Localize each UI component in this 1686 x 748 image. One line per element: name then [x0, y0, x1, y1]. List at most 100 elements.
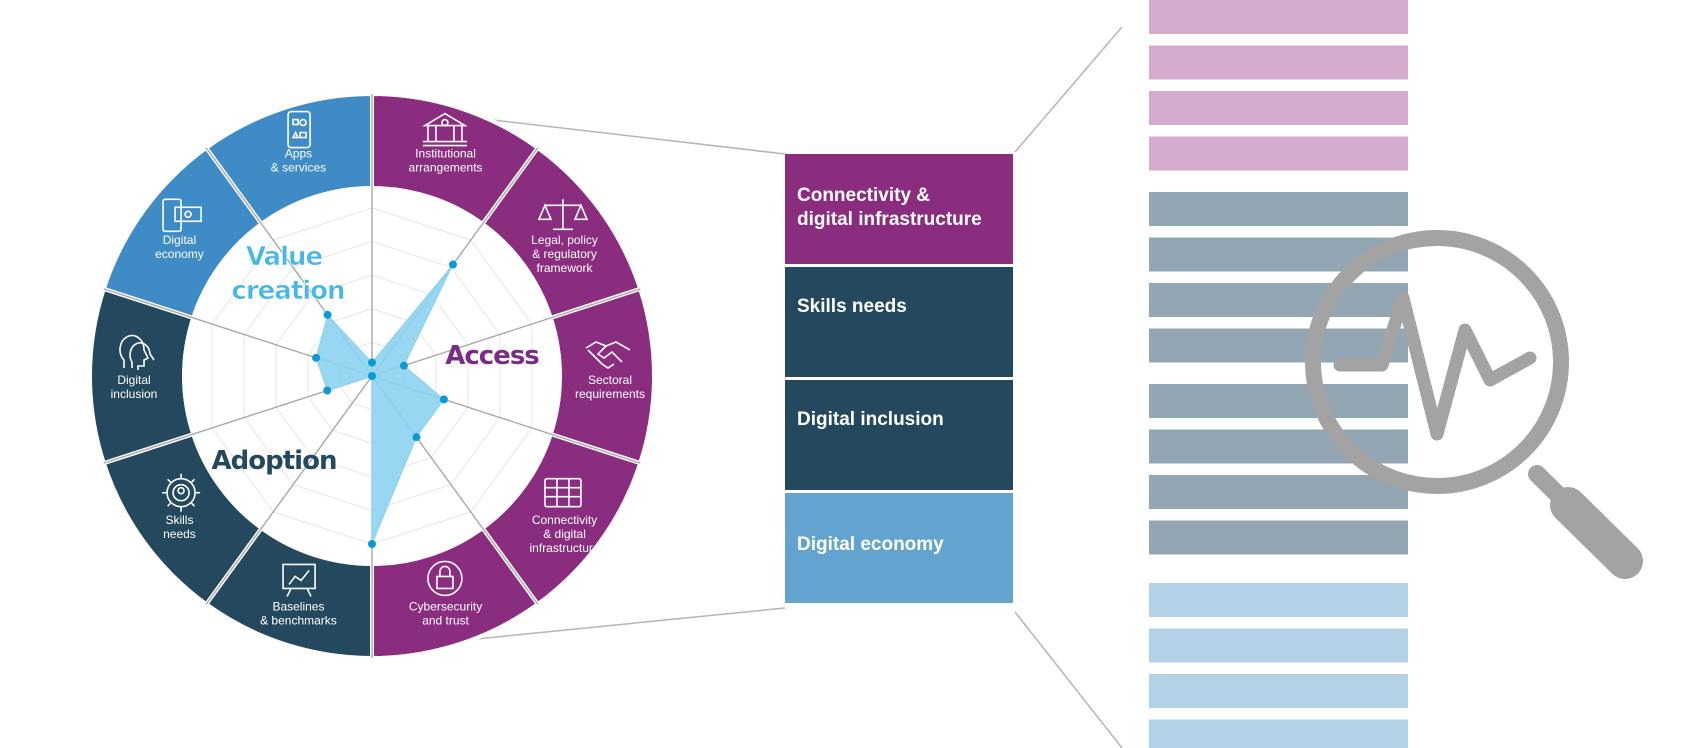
radar-point [368, 540, 376, 548]
radar-point [312, 353, 321, 362]
handshake-icon [585, 341, 631, 369]
highlight-box-label-line: Connectivity & [797, 185, 930, 206]
wheel-label-line: and trust [422, 613, 469, 627]
wheel-label-line: & digital [543, 527, 586, 541]
highlight-box-label: Connectivity & digital infrastructure [797, 185, 982, 230]
chart-board-icon [282, 563, 316, 597]
indicator-bars [1149, 0, 1408, 748]
wheel-label-line: & services [271, 161, 326, 175]
phone-money-icon [162, 198, 202, 233]
wheel-label-line: arrangements [409, 161, 483, 175]
highlight-box-label-line: Skills needs [797, 296, 907, 317]
highlight-box-label: Digital economy [797, 534, 944, 555]
gear-person-icon [162, 473, 201, 512]
wheel-label-line: Baselines [272, 599, 324, 613]
indicator-bar [1149, 0, 1408, 34]
access-label: Access [445, 341, 539, 371]
radar-axis [371, 288, 641, 377]
lock-icon [427, 560, 463, 597]
wheel-label-line: & benchmarks [260, 613, 337, 627]
wheel-label-line: infrastructure [530, 541, 600, 555]
mobile-apps-icon [287, 110, 311, 149]
indicator-bar [1149, 45, 1408, 80]
connector-line [1014, 26, 1123, 153]
wheel-label-apps: Apps& services [271, 147, 326, 175]
highlight-box: Digital economy [785, 493, 1013, 603]
highlight-box-label-line: digital infrastructure [797, 209, 982, 230]
value-creation-label-line1: Value [246, 242, 323, 272]
indicator-bar [1149, 719, 1408, 748]
indicator-bar [1149, 136, 1408, 171]
indicator-bar [1149, 283, 1408, 317]
radar-point [412, 433, 421, 442]
highlight-box: Digital inclusion [785, 380, 1013, 490]
wheel-label-line: inclusion [111, 387, 158, 401]
wheel-label-line: economy [155, 247, 204, 261]
connector-line [1014, 611, 1123, 748]
connector-line [492, 119, 786, 155]
radar-point [368, 372, 376, 380]
highlight-boxes: Connectivity & digital infrastructureSkil… [785, 154, 1013, 603]
radar-axis [205, 375, 373, 605]
connector-lines [475, 26, 1123, 748]
server-icon [544, 477, 582, 508]
highlight-box: Connectivity & digital infrastructure [785, 154, 1013, 264]
value-creation-label-line2: creation [231, 276, 344, 306]
radar-point [323, 386, 332, 395]
wheel-label-baselines: Baselines& benchmarks [260, 599, 337, 627]
wheel-label-line: framework [537, 261, 594, 275]
wheel-label-line: Cybersecurity [409, 599, 482, 613]
radar-point [368, 358, 376, 367]
indicator-bar [1149, 475, 1408, 509]
radar-point [439, 395, 448, 404]
adoption-label: Adoption [212, 446, 337, 476]
indicator-bar [1149, 384, 1408, 418]
wheel-label-line: Digital [163, 233, 196, 247]
wheel-label-line: Legal, policy [531, 233, 598, 247]
pulse-line [1333, 291, 1537, 441]
wheel-label-line: & regulatory [532, 247, 597, 261]
wheel-segment-baselines: Baselines& benchmarks [203, 525, 374, 661]
indicator-bar [1149, 520, 1408, 555]
radar-point [399, 361, 408, 370]
wheel-label-line: Institutional [415, 147, 476, 161]
wheel-label-line: Connectivity [532, 513, 597, 527]
heads-icon [119, 334, 155, 370]
highlight-box-label-line: Digital economy [797, 534, 944, 555]
wheel-label-line: Digital [117, 373, 150, 387]
highlight-box-label-line: Digital inclusion [797, 409, 944, 430]
indicator-bar [1149, 192, 1408, 226]
wheel-label-line: requirements [575, 387, 645, 401]
wheel-label-line: Skills [165, 513, 193, 527]
connector-line [475, 607, 786, 640]
highlight-box-label: Skills needs [797, 296, 907, 317]
indicator-bar [1149, 674, 1408, 708]
indicator-bar [1149, 91, 1408, 125]
bank-icon [422, 112, 468, 147]
highlight-box: Skills needs [785, 267, 1013, 377]
magnifier-icon [1305, 230, 1643, 579]
radar-area [315, 264, 454, 545]
indicator-bar [1149, 628, 1408, 663]
wheel-label-line: Apps [285, 147, 312, 161]
highlight-box-label: Digital inclusion [797, 409, 944, 430]
radar-point [323, 310, 332, 319]
wheel-label-line: needs [163, 527, 196, 541]
indicator-bar [1149, 328, 1408, 363]
